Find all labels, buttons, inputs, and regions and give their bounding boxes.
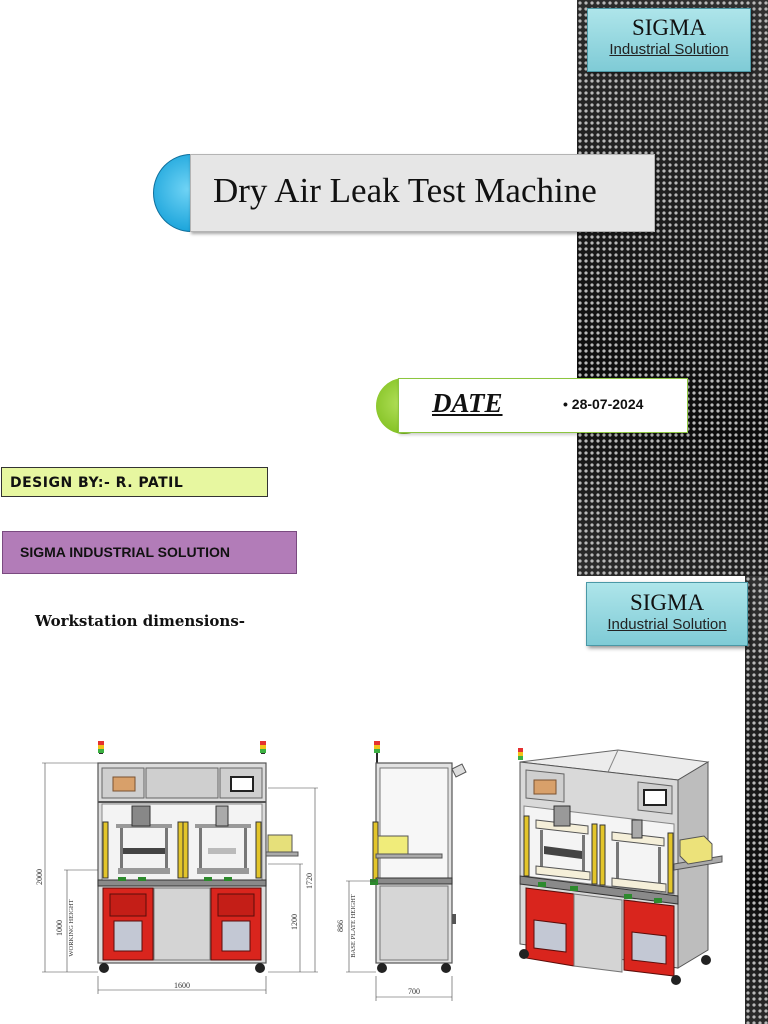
dim-base-plate-height-value: 886: [336, 920, 345, 932]
company-banner: SIGMA INDUSTRIAL SOLUTION: [2, 531, 297, 574]
dim-depth: 700: [408, 987, 420, 996]
brand-box: SIGMA Industrial Solution: [586, 582, 748, 646]
dim-overall-height: 2000: [35, 869, 44, 885]
brand-title: SIGMA: [629, 590, 705, 615]
signal-lamp-icon: [98, 741, 266, 754]
brand-subtitle: Industrial Solution: [607, 616, 727, 633]
date-banner: [398, 378, 688, 433]
signal-lamp-icon: [374, 741, 380, 763]
main-title: Dry Air Leak Test Machine: [213, 171, 597, 210]
dark-texture-panel: [745, 576, 768, 1024]
section-heading: Workstation dimensions-: [35, 612, 246, 630]
hazard-curtain-icon: [523, 815, 674, 894]
date-value: • 28-07-2024: [563, 396, 644, 412]
dimensions-slide: SIGMA Industrial Solution Workstation di…: [0, 576, 768, 1024]
front-view-drawing: 2000 1000 WORKING HEIGHT 1720 1200 1600: [35, 741, 318, 994]
panel-divider: [574, 0, 577, 576]
hazard-curtain-icon: [102, 821, 262, 879]
dim-working-height-label: WORKING HEIGHT: [68, 899, 75, 956]
design-by-label: DESIGN BY:- R. PATIL: [1, 467, 268, 497]
side-view-drawing: 886 BASE PLATE HEIGHT 700: [336, 741, 467, 1001]
brand-subtitle: Industrial Solution: [609, 41, 729, 58]
dim-width: 1600: [174, 981, 190, 990]
title-banner: Dry Air Leak Test Machine: [190, 154, 655, 232]
brand-box: SIGMA Industrial Solution: [587, 8, 751, 72]
date-label: DATE: [432, 388, 503, 418]
dim-base-plate-height-label: BASE PLATE HEIGHT: [350, 894, 357, 958]
dim-frame-height: 1720: [305, 873, 314, 889]
dim-working-height-value: 1000: [55, 920, 64, 936]
dim-table-height: 1200: [290, 914, 299, 930]
machine-3d-render: [518, 748, 723, 985]
dark-texture-panel: [577, 0, 768, 576]
panel-divider: [742, 576, 745, 1024]
brand-title: SIGMA: [631, 15, 707, 40]
title-slide: SIGMA Industrial Solution Dry Air Leak T…: [0, 0, 768, 576]
